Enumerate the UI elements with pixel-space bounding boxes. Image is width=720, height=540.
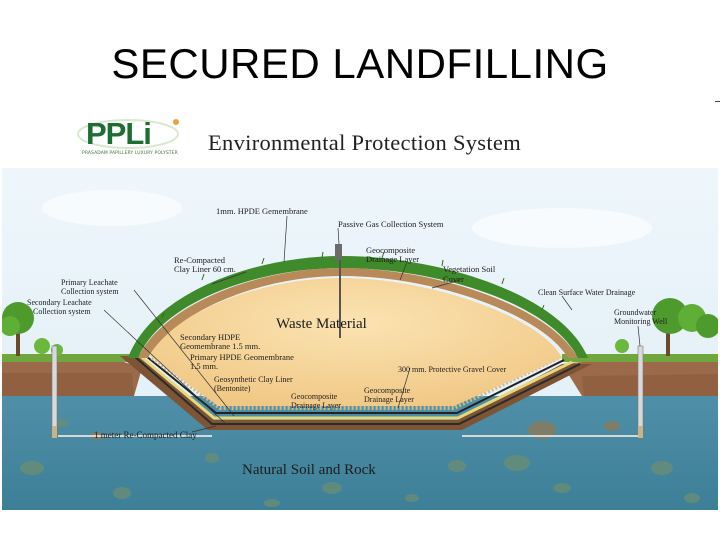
label-primary-leachate-2: Collection system	[61, 287, 119, 296]
waste-mound	[150, 278, 562, 406]
secondary-hdpe	[133, 355, 581, 425]
label-vegetation-1: Vegetation Soil	[443, 264, 496, 274]
label-groundwater-1: Groundwater	[614, 308, 657, 317]
label-natural-soil: Natural Soil and Rock	[242, 462, 376, 478]
label-hdpe-membrane: 1mm. HPDE Gemembrane	[216, 206, 308, 216]
logo-text: PPLi	[86, 116, 152, 151]
label-gcl-2: (Bentonite)	[214, 384, 251, 393]
slide-title: SECURED LANDFILLING	[111, 40, 609, 87]
logo-tagline: PRASADAM PAPILLERY LUXURY POLYSTER	[82, 151, 178, 156]
diagram-heading: Environmental Protection System	[208, 130, 522, 155]
label-geocomposite-mid-1: Geocomposite	[291, 392, 338, 401]
title-dash	[715, 101, 720, 102]
gas-vent	[335, 244, 342, 260]
rock-pebbles	[20, 419, 700, 507]
primary-hdpe	[145, 355, 565, 414]
label-secondary-leachate-1: Secondary Leachate	[27, 298, 92, 307]
label-geocomposite-right-2: Drainage Layer	[364, 395, 414, 404]
label-gravel-cover: 300 mm. Protective Gravel Cover	[398, 365, 507, 374]
gravel-cover	[150, 356, 559, 410]
label-clean-surface: Clean Surface Water Drainage	[538, 288, 636, 297]
label-secondary-hdpe-2: Geomembrane 1.5 mm.	[180, 341, 260, 351]
monitoring-well-left	[51, 345, 58, 439]
monitoring-well-right	[637, 345, 644, 439]
label-primary-leachate-1: Primary Leachate	[61, 278, 118, 287]
label-geocomposite-top-1: Geocomposite	[366, 245, 415, 255]
label-primary-hdpe-1: Primary HPDE Geomembrane	[190, 352, 294, 362]
landfill-cross-section: 1mm. HPDE Gemembrane Passive Gas Collect…	[2, 168, 718, 510]
cap-clay	[138, 268, 578, 358]
label-secondary-leachate-2: Collection system	[33, 307, 91, 316]
label-vegetation-2: Cover	[443, 274, 464, 284]
label-geocomposite-mid-2: Drainage Layer	[291, 401, 341, 410]
diagram-labels: 1mm. HPDE Gemembrane Passive Gas Collect…	[27, 206, 668, 478]
label-gcl-1: Geosynthetic Clay Liner	[214, 375, 293, 384]
vegetation-cover	[128, 256, 588, 358]
label-recompacted-base: 1 meter Re-Compacted Clay	[94, 430, 197, 440]
label-passive-gas: Passive Gas Collection System	[338, 219, 444, 229]
trees-right	[615, 298, 718, 356]
label-recompacted-1: Re-Compacted	[174, 255, 226, 265]
label-recompacted-2: Clay Liner 60 cm.	[174, 264, 236, 274]
label-geocomposite-right-1: Geocomposite	[364, 386, 411, 395]
label-waste: Waste Material	[276, 316, 367, 332]
grass-tufts	[161, 251, 545, 319]
label-geocomposite-top-2: Drainage Layer	[366, 254, 419, 264]
diagram-header	[68, 112, 638, 168]
geocomposite-drainage	[139, 354, 573, 420]
label-secondary-hdpe-1: Secondary HDPE	[180, 332, 240, 342]
logo-mark	[77, 119, 179, 149]
label-primary-hdpe-2: 1.5 mm.	[190, 361, 218, 371]
label-groundwater-2: Monitoring Well	[614, 317, 668, 326]
